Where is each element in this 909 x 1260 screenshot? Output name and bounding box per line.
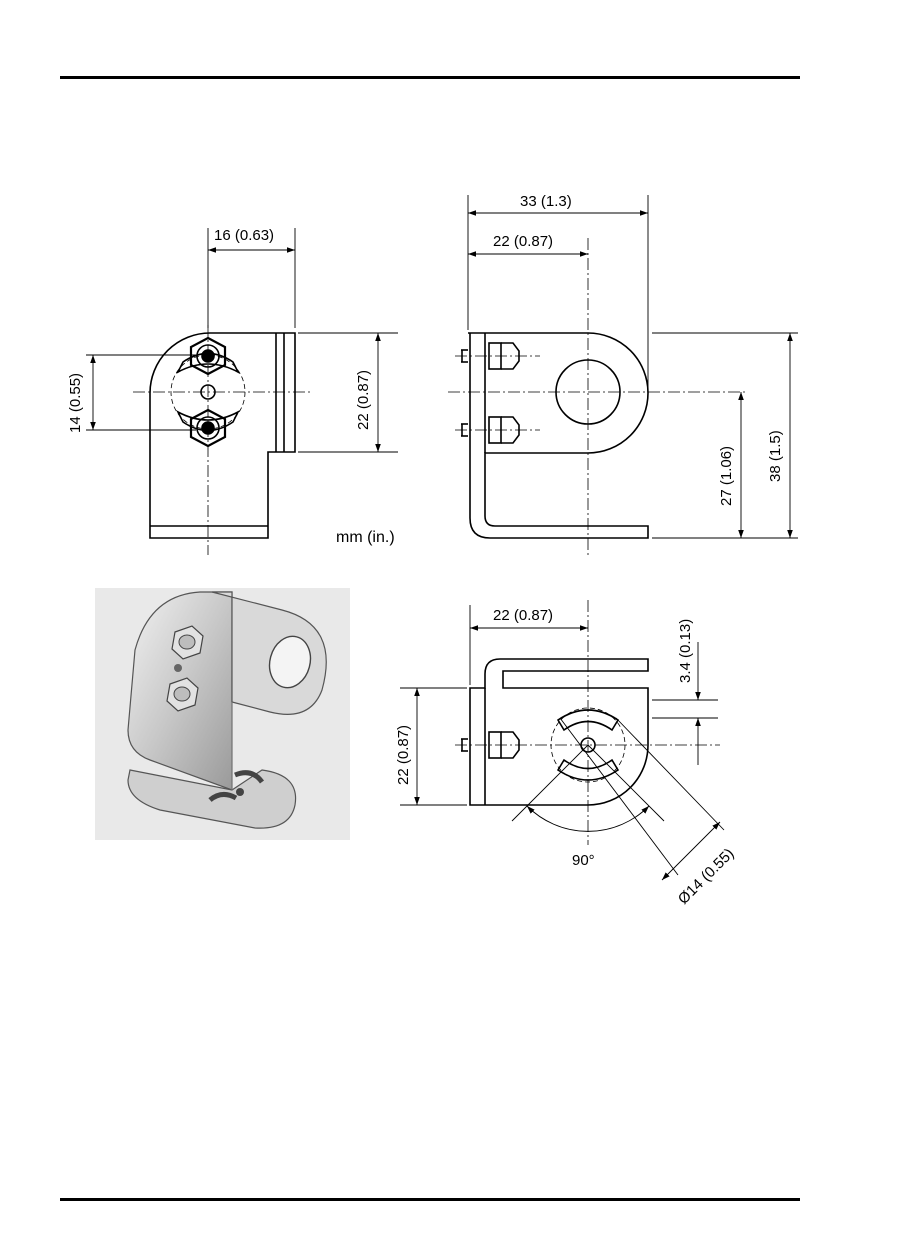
- isometric-center-hole: [174, 664, 182, 672]
- side-view: [448, 238, 748, 555]
- side-hole-height-label: 27 (1.06): [718, 446, 735, 506]
- front-view: [133, 325, 312, 555]
- front-height-dimension: 22 (0.87): [298, 333, 398, 452]
- side-hole-height-dimension: 27 (1.06): [718, 392, 741, 538]
- front-slot-spacing-dimension: 14 (0.55): [67, 355, 196, 433]
- side-overall-length-label: 33 (1.3): [520, 193, 572, 210]
- slot-circle-diameter-label: Ø14 (0.55): [675, 845, 738, 908]
- side-overall-height-dimension: 38 (1.5): [652, 333, 798, 538]
- bottom-hole-offset-dimension: 22 (0.87): [470, 605, 588, 685]
- side-hole-offset-dimension: 22 (0.87): [468, 233, 588, 254]
- slot-angle-label: 90°: [572, 852, 595, 869]
- front-view-outline: [150, 333, 295, 538]
- bottom-height-label: 22 (0.87): [395, 725, 412, 785]
- units-note: mm (in.): [336, 529, 395, 546]
- isometric-render: [95, 588, 350, 840]
- bottom-thickness-label: 3.4 (0.13): [677, 619, 694, 683]
- bottom-height-dimension: 22 (0.87): [395, 688, 467, 805]
- side-overall-height-label: 38 (1.5): [767, 430, 784, 482]
- isometric-base-center-hole: [236, 788, 244, 796]
- side-hole-offset-label: 22 (0.87): [493, 233, 553, 250]
- bottom-thickness-dimension: 3.4 (0.13): [652, 619, 718, 765]
- front-width-label: 16 (0.63): [214, 227, 274, 244]
- front-height-label: 22 (0.87): [355, 370, 372, 430]
- bottom-hole-offset-label: 22 (0.87): [493, 607, 553, 624]
- front-width-dimension: 16 (0.63): [208, 227, 295, 328]
- front-slot-spacing-label: 14 (0.55): [67, 373, 84, 433]
